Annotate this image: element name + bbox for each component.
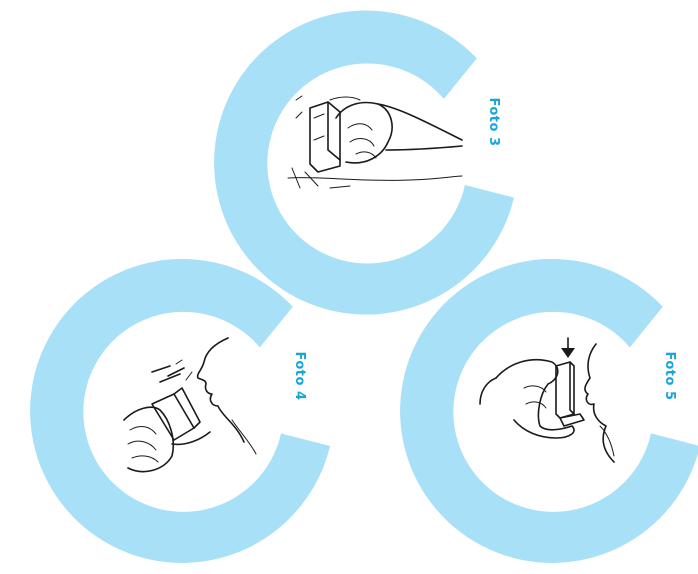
- foto-4-panel: Foto 4: [30, 259, 330, 563]
- foto-4-ring: [30, 259, 330, 563]
- person-pressing-inhaler-canister-icon: [480, 338, 614, 462]
- foto-5-ring: [400, 259, 698, 563]
- person-exhaling-holding-inhaler-icon: [124, 338, 256, 472]
- foto-5-panel: Foto 5: [400, 259, 698, 563]
- foto-4-caption: Foto 4: [292, 351, 307, 400]
- press-arrow-icon: [561, 348, 575, 358]
- foto-3-caption: Foto 3: [486, 97, 501, 146]
- foto-5-caption: Foto 5: [662, 351, 677, 400]
- foto-3-panel: Foto 3: [214, 11, 514, 315]
- hand-holding-inhaler-upright-icon: [288, 96, 462, 188]
